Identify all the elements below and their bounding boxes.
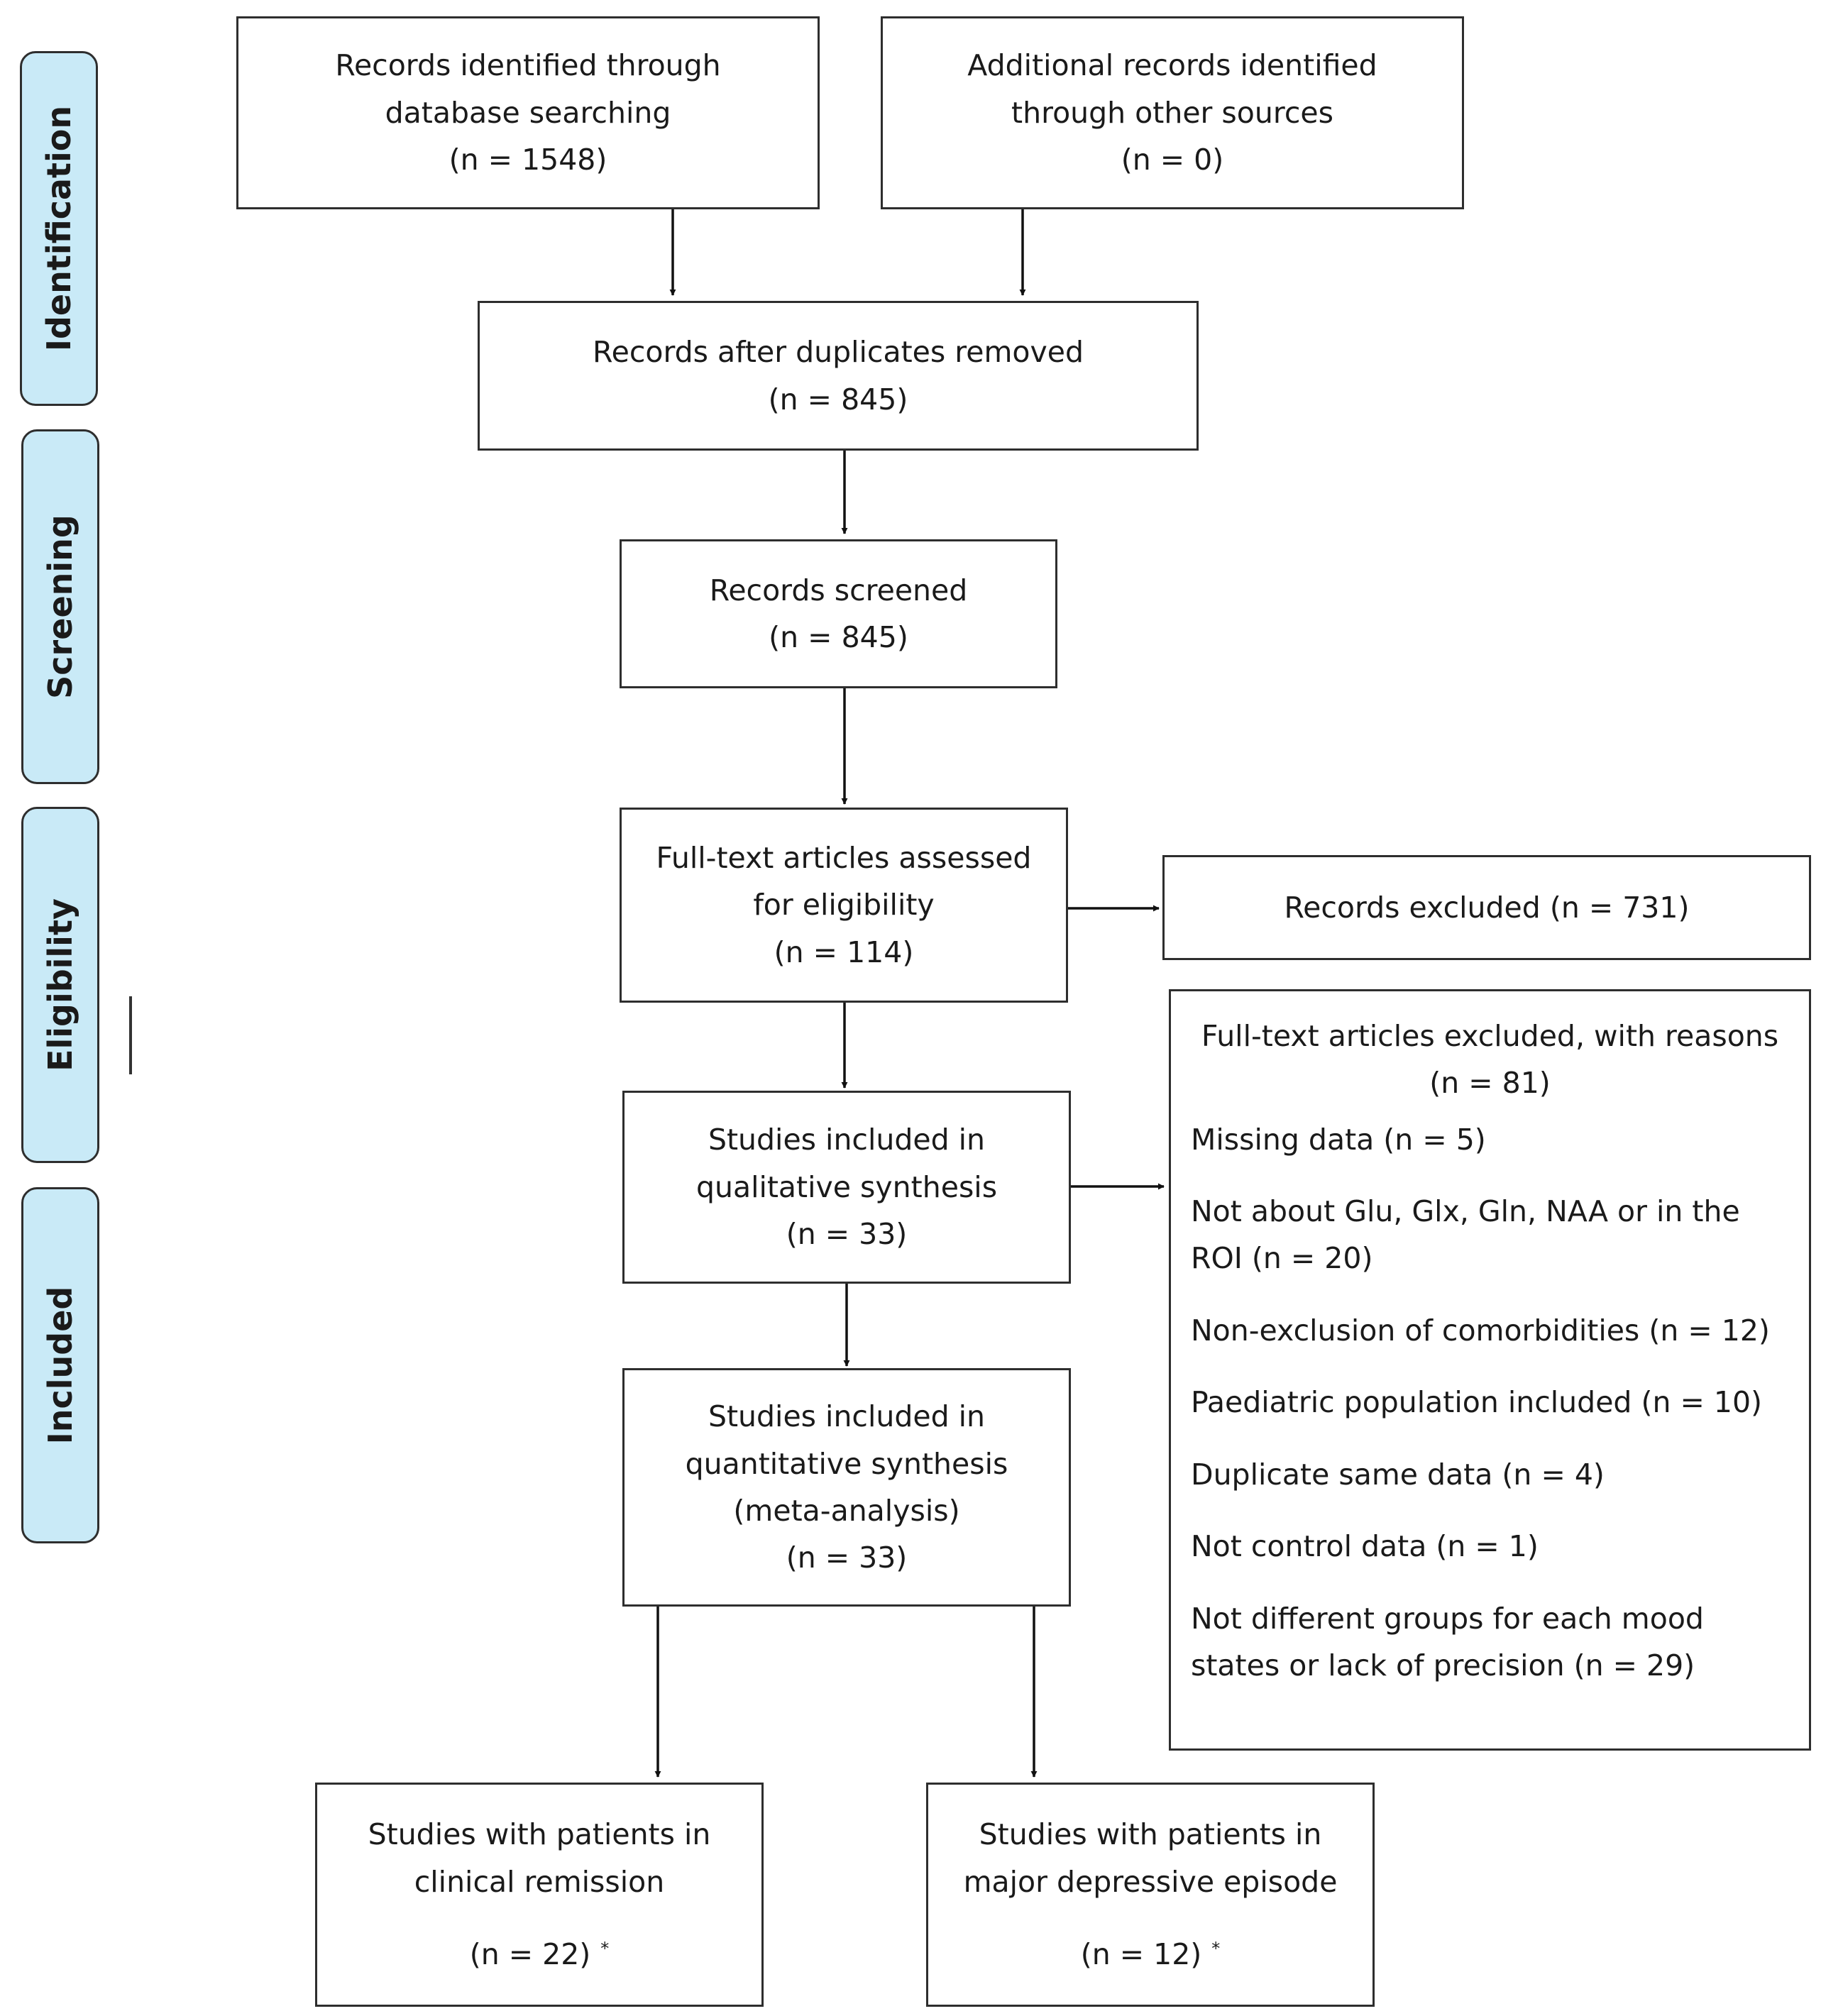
box-remission-line-2: clinical remission xyxy=(414,1864,665,1899)
box-major-depressive: Studies with patients in major depressiv… xyxy=(926,1783,1375,2007)
phase-screening: Screening xyxy=(21,429,99,784)
box-full-text-assessed: Full-text articles assessed for eligibil… xyxy=(620,808,1068,1003)
box-quantitative-line-1: Studies included in xyxy=(708,1399,986,1434)
box-after-duplicates: Records after duplicates removed (n = 84… xyxy=(478,301,1199,451)
phase-included: Included xyxy=(21,1187,99,1543)
box-dedup-line-1: Records after duplicates removed xyxy=(593,335,1084,370)
box-excluded-text: Records excluded (n = 731) xyxy=(1284,890,1690,925)
box-database-search: Records identified through database sear… xyxy=(236,16,820,209)
box-screened-count: (n = 845) xyxy=(769,620,908,654)
box-database-line-1: Records identified through xyxy=(335,48,721,83)
box-depressive-line-1: Studies with patients in xyxy=(979,1817,1322,1852)
box-depressive-line-2: major depressive episode xyxy=(963,1864,1338,1899)
reason-item: Missing data (n = 5) xyxy=(1191,1122,1486,1157)
box-qualitative-line-1: Studies included in xyxy=(708,1123,986,1157)
asterisk-marker: * xyxy=(1211,1938,1221,1959)
phase-identification: Identification xyxy=(20,51,98,406)
reason-item: Paediatric population included (n = 10) xyxy=(1191,1385,1763,1420)
box-records-screened: Records screened (n = 845) xyxy=(620,539,1057,688)
box-fulltext-count: (n = 114) xyxy=(774,935,914,969)
box-other-line-1: Additional records identified xyxy=(967,48,1377,83)
box-qualitative-count: (n = 33) xyxy=(786,1217,908,1252)
reason-item: Not control data (n = 1) xyxy=(1191,1529,1539,1564)
reason-item: Non-exclusion of comorbidities (n = 12) xyxy=(1191,1313,1770,1348)
box-records-excluded: Records excluded (n = 731) xyxy=(1162,855,1811,960)
box-quantitative-count: (n = 33) xyxy=(786,1541,908,1575)
box-other-count: (n = 0) xyxy=(1121,143,1224,177)
box-fulltext-line-1: Full-text articles assessed xyxy=(656,840,1032,875)
stray-mark xyxy=(129,996,132,1074)
box-quantitative-line-2: quantitative synthesis xyxy=(685,1446,1008,1481)
box-fulltext-line-2: for eligibility xyxy=(753,888,935,922)
box-dedup-count: (n = 845) xyxy=(768,382,908,417)
box-quantitative-synthesis: Studies included in quantitative synthes… xyxy=(622,1368,1071,1607)
box-clinical-remission: Studies with patients in clinical remiss… xyxy=(315,1783,764,2007)
box-qualitative-synthesis: Studies included in qualitative synthesi… xyxy=(622,1091,1071,1284)
box-depressive-count-row: (n = 12) * xyxy=(1081,1931,1221,1978)
box-quantitative-line-3: (meta-analysis) xyxy=(733,1494,960,1528)
reason-item: Duplicate same data (n = 4) xyxy=(1191,1457,1605,1492)
asterisk-marker: * xyxy=(600,1938,610,1959)
box-database-line-2: database searching xyxy=(385,95,671,130)
box-other-sources: Additional records identified through ot… xyxy=(881,16,1464,209)
reasons-heading-line-1: Full-text articles excluded, with reason… xyxy=(1201,1019,1779,1053)
phase-eligibility: Eligibility xyxy=(21,807,99,1163)
box-remission-count: (n = 22) xyxy=(469,1937,591,1972)
box-qualitative-line-2: qualitative synthesis xyxy=(695,1169,998,1204)
box-depressive-count: (n = 12) xyxy=(1080,1937,1202,1972)
box-remission-count-row: (n = 22) * xyxy=(470,1931,610,1978)
reasons-heading-count: (n = 81) xyxy=(1429,1066,1551,1101)
box-other-line-2: through other sources xyxy=(1011,95,1333,130)
box-remission-line-1: Studies with patients in xyxy=(368,1817,711,1852)
reasons-heading: Full-text articles excluded, with reason… xyxy=(1201,1013,1778,1107)
box-exclusion-reasons: Full-text articles excluded, with reason… xyxy=(1169,989,1811,1751)
reason-item: Not different groups for each mood state… xyxy=(1191,1601,1704,1682)
reason-item: Not about Glu, Glx, Gln, NAA or in the R… xyxy=(1191,1194,1740,1275)
box-database-count: (n = 1548) xyxy=(449,143,607,177)
box-screened-line-1: Records screened xyxy=(709,573,968,607)
